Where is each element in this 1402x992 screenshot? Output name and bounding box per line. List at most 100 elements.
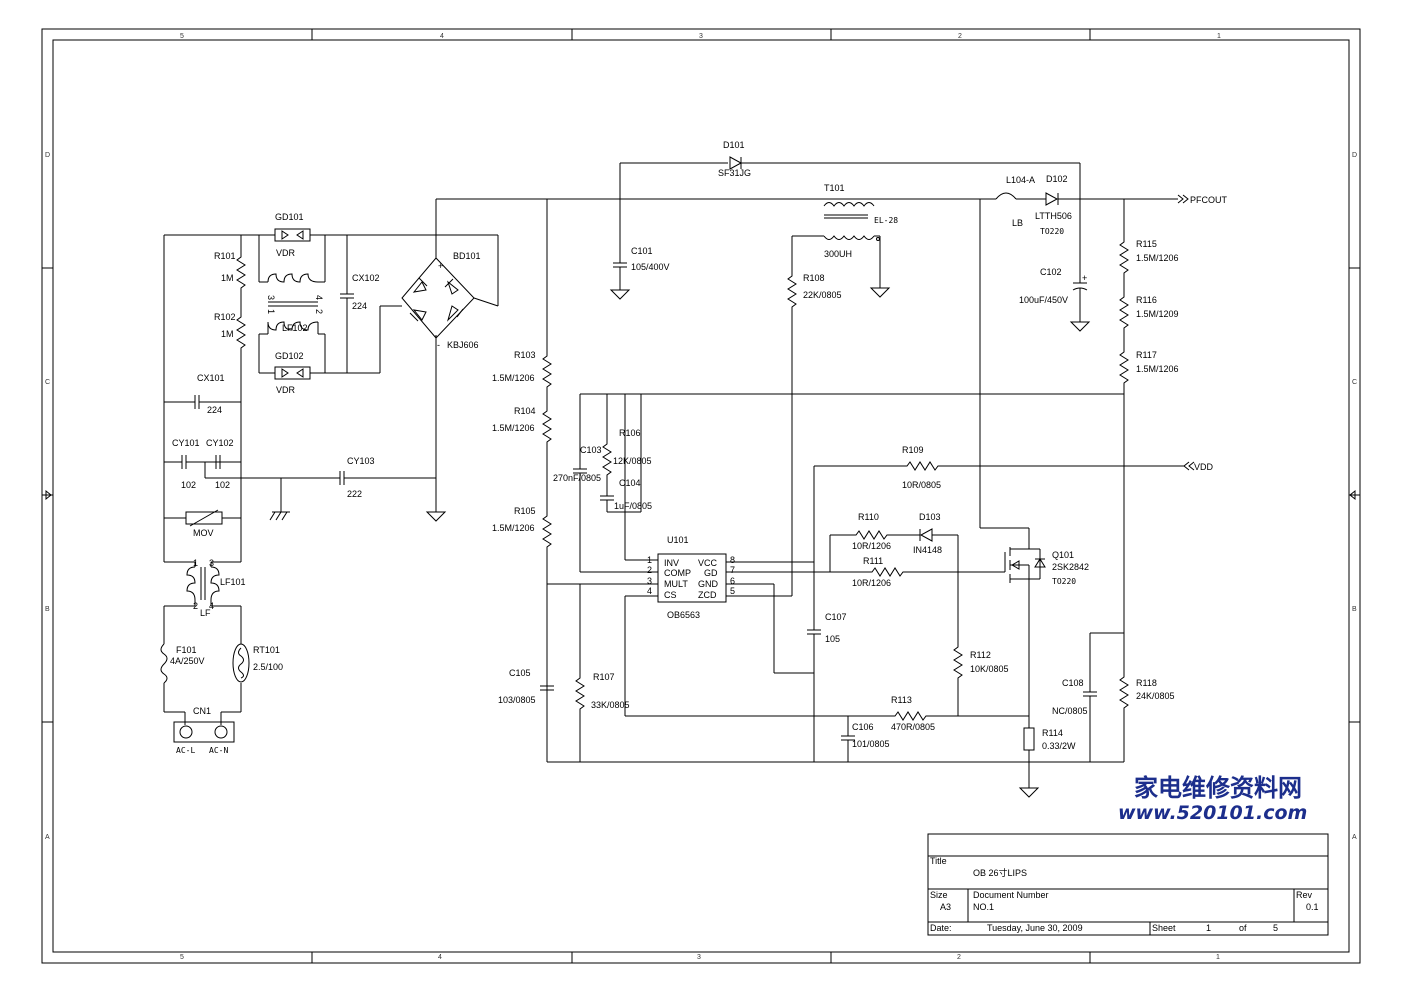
row-label: A: [1352, 834, 1357, 841]
resistor-r114: R114 0.33/2W: [1023, 727, 1076, 751]
u101-pin-name: MULT: [664, 579, 688, 589]
u101-pin-name: ZCD: [698, 590, 717, 600]
sheet-label: Sheet: [1152, 923, 1176, 933]
r115-value: 1.5M/1206: [1136, 253, 1179, 263]
r109-ref: R109: [902, 445, 924, 455]
u101-pin-num: 6: [730, 576, 735, 586]
resistor-r111: R111 10R/1206: [852, 556, 908, 588]
resistor-r115: R115 1.5M/1206: [1119, 237, 1179, 293]
c107-value: 105: [825, 634, 840, 644]
cy101-value: 102: [181, 480, 196, 490]
r115-ref: R115: [1136, 239, 1157, 249]
inductor-t101: T101 EL-28 300UH: [791, 183, 898, 298]
row-label: B: [45, 606, 50, 613]
varistor-mov: MOV: [185, 509, 223, 538]
resistor-r103: R103 1.5M/1206: [492, 350, 552, 392]
thermistor-rt101: RT101 2.5/100: [232, 643, 283, 683]
c102-value: 100uF/450V: [1019, 295, 1068, 305]
c102-ref: C102: [1040, 267, 1062, 277]
row-label: D: [45, 152, 50, 159]
resistor-r109: R109 10R/0805: [902, 445, 943, 490]
col-label: 4: [440, 33, 444, 40]
c107-ref: C107: [825, 612, 847, 622]
capacitor-c105: C105 103/0805: [498, 668, 555, 705]
docnum-value: NO.1: [973, 902, 994, 912]
r117-ref: R117: [1136, 350, 1157, 360]
capacitor-c101: C101 105/400V: [610, 246, 670, 300]
capacitor-c104: C104 1uF/0805: [599, 478, 652, 511]
r105-ref: R105: [514, 506, 536, 516]
bd101-value: KBJ606: [447, 340, 479, 350]
gd101-value: VDR: [276, 248, 296, 258]
col-label: 3: [699, 33, 703, 40]
c104-ref: C104: [619, 478, 641, 488]
of-value: 5: [1273, 923, 1278, 933]
pfcout-net-label: PFCOUT: [1190, 195, 1228, 205]
lf101-value: LF: [200, 608, 211, 618]
d103-ref: D103: [919, 512, 941, 522]
rev-label: Rev: [1296, 890, 1313, 900]
c105-ref: C105: [509, 668, 531, 678]
d102-ref: D102: [1046, 174, 1068, 184]
watermark: 家电维修资料网 www.520101.com: [1118, 773, 1307, 824]
bd101-plus: +: [438, 261, 443, 271]
u101-pin-num: 1: [647, 555, 652, 565]
title-block: Title OB 26寸LIPS Size A3 Document Number…: [927, 833, 1329, 936]
r111-ref: R111: [863, 556, 883, 566]
r105-value: 1.5M/1206: [492, 523, 535, 533]
r110-ref: R110: [858, 512, 879, 522]
row-label: D: [1352, 152, 1357, 159]
r113-ref: R113: [891, 695, 912, 705]
c101-value: 105/400V: [631, 262, 670, 272]
c101-ref: C101: [631, 246, 653, 256]
u101-pin-name: COMP: [664, 568, 691, 578]
t101-core: EL-28: [874, 216, 898, 225]
bridge-rectifier-bd101: + - BD101 KBJ606: [401, 251, 499, 350]
col-label: 2: [957, 954, 961, 961]
r109-value: 10R/0805: [902, 480, 941, 490]
fuse-f101: F101 4A/250V: [160, 643, 205, 684]
u101-pin-num: 5: [730, 586, 735, 596]
resistor-r118: R118 24K/0805: [1119, 672, 1175, 713]
surge-gap-gd102: GD102 VDR: [274, 351, 311, 395]
d101-value: SF31JG: [718, 168, 751, 178]
inductor-l104: L104-A LB: [1006, 175, 1035, 228]
cy102-ref: CY102: [206, 438, 234, 448]
r117-value: 1.5M/1206: [1136, 364, 1179, 374]
cn1-ref: CN1: [193, 706, 211, 716]
u101-value: OB6563: [667, 610, 700, 620]
u101-ref: U101: [667, 535, 689, 545]
resistor-r117: R117 1.5M/1206: [1119, 347, 1179, 673]
capacitor-c107: C107 105: [806, 612, 847, 644]
c104-value: 1uF/0805: [614, 501, 652, 511]
lf102-pin: 4: [314, 295, 324, 300]
col-label: 1: [1217, 33, 1221, 40]
svg-text:+: +: [1082, 273, 1087, 283]
u101-pin-name: GD: [704, 568, 718, 578]
q101-ref: Q101: [1052, 550, 1074, 560]
col-label: 4: [438, 954, 442, 961]
u101-pin-num: 8: [730, 555, 735, 565]
surge-gap-gd101: GD101 VDR: [274, 212, 311, 258]
mov-label: MOV: [193, 528, 214, 538]
r111-value: 10R/1206: [852, 578, 891, 588]
cy102-value: 102: [215, 480, 230, 490]
lf101-pin: 2: [193, 601, 198, 611]
lf102-pin: 2: [314, 309, 324, 314]
resistor-r116: R116 1.5M/1209: [1119, 292, 1179, 348]
q101-package: TO220: [1052, 577, 1076, 586]
resistor-r104: R104 1.5M/1206: [492, 406, 552, 447]
r114-value: 0.33/2W: [1042, 741, 1076, 751]
row-label: C: [1352, 379, 1357, 386]
col-label: 5: [180, 33, 184, 40]
size-value: A3: [940, 902, 951, 912]
r102-ref: R102: [214, 312, 236, 322]
f101-value: 4A/250V: [170, 656, 205, 666]
row-label: A: [45, 834, 50, 841]
row-label: B: [1352, 606, 1357, 613]
controller-wiring: [546, 391, 1195, 788]
d103-value: IN4148: [913, 545, 942, 555]
r106-ref: R106: [619, 428, 641, 438]
cn1-pin-n: AC-N: [209, 746, 228, 755]
resistor-r110: R110 10R/1206: [851, 512, 892, 551]
